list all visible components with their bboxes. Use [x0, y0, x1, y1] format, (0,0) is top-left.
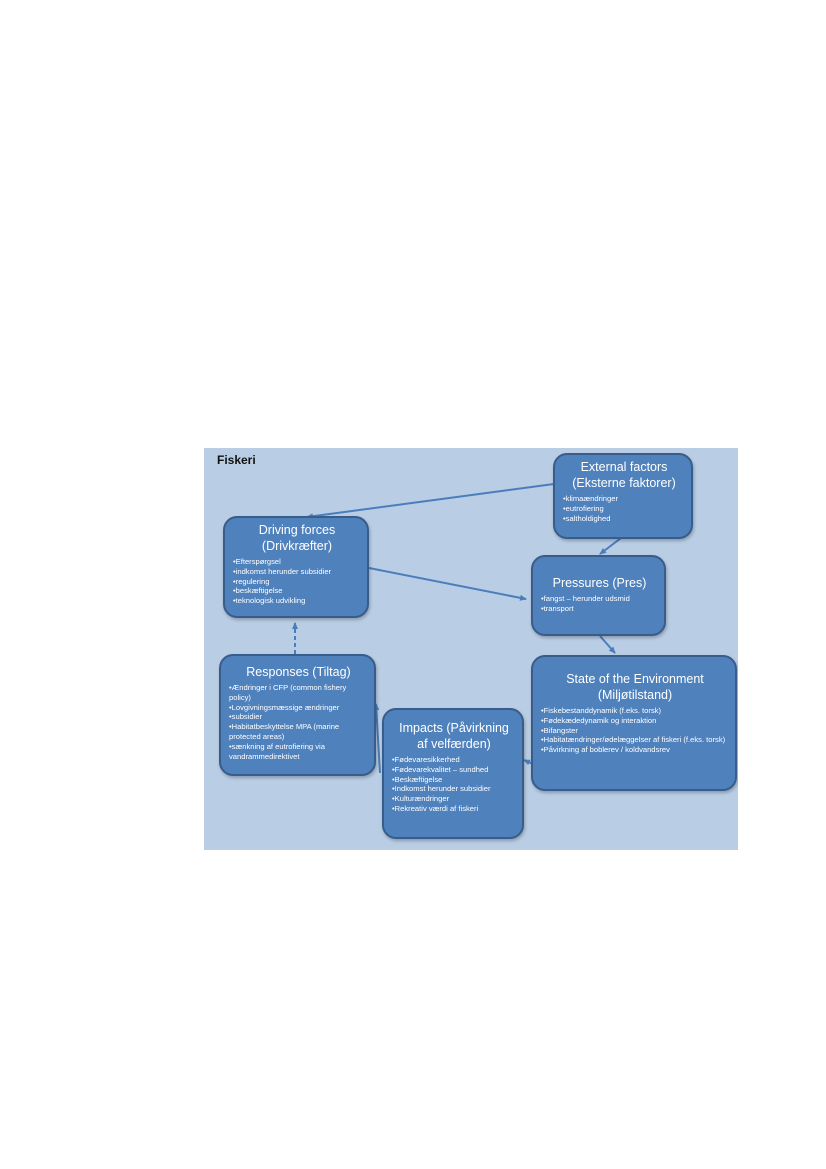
list-item: Lovgivningsmæssige ændringer	[229, 703, 368, 713]
dpsir-diagram: Fiskeri External factors (Eksterne fakto…	[204, 448, 738, 850]
list-item: Fødevaresikkerhed	[392, 755, 516, 765]
list-item: fangst – herunder udsmid	[541, 594, 658, 604]
state-title-line1: State of the Environment	[566, 672, 704, 686]
list-item: regulering	[233, 577, 361, 587]
impacts-list: Fødevaresikkerhed Fødevarekvalitet – sun…	[392, 755, 516, 814]
list-item: Efterspørgsel	[233, 557, 361, 567]
external-factors-title: External factors (Eksterne faktorer)	[563, 459, 685, 491]
list-item: Kulturændringer	[392, 794, 516, 804]
diagram-title: Fiskeri	[217, 453, 256, 467]
impacts-title-line2: af velfærden)	[417, 737, 491, 751]
driving-forces-title-line1: Driving forces	[258, 523, 336, 537]
responses-title-line1: Responses (Tiltag)	[246, 665, 351, 679]
list-item: Påvirkning af boblerev / koldvandsrev	[541, 745, 729, 755]
list-item: beskæftigelse	[233, 586, 361, 596]
impacts-title-line1: Impacts (Påvirkning	[399, 721, 509, 735]
responses-list: Ændringer i CFP (common fishery policy) …	[229, 683, 368, 761]
list-item: sænkning af eutrofiering via vandrammedi…	[229, 742, 368, 762]
node-responses: Responses (Tiltag) Ændringer i CFP (comm…	[219, 654, 376, 776]
node-driving-forces: Driving forces (Drivkræfter) Efterspørgs…	[223, 516, 369, 618]
list-item: Bifangster	[541, 726, 729, 736]
driving-forces-title-line2: (Drivkræfter)	[261, 539, 333, 553]
list-item: Habitatbeskyttelse MPA (marine protected…	[229, 722, 368, 742]
arrow-driving-to-pressures	[368, 567, 527, 601]
list-item: saltholdighed	[563, 514, 685, 524]
list-item: Beskæftigelse	[392, 775, 516, 785]
state-list: Fiskebestanddynamik (f.eks. torsk) Fødek…	[541, 706, 729, 755]
pressures-title-line1: Pressures (Pres)	[552, 576, 647, 590]
arrow-impacts-to-responses	[373, 703, 381, 774]
node-impacts: Impacts (Påvirkning af velfærden) Fødeva…	[382, 708, 524, 839]
state-title-line2: (Miljøtilstand)	[597, 688, 673, 702]
driving-forces-list: Efterspørgsel indkomst herunder subsidie…	[233, 557, 361, 606]
list-item: Fiskebestanddynamik (f.eks. torsk)	[541, 706, 729, 716]
list-item: Ændringer i CFP (common fishery policy)	[229, 683, 368, 703]
pressures-title: Pressures (Pres)	[541, 575, 658, 591]
list-item: Rekreativ værdi af fiskeri	[392, 804, 516, 814]
list-item: Habitatændringer/ødelæggelser af fiskeri…	[541, 735, 729, 745]
external-factors-list: klimaændringer eutrofiering saltholdighe…	[563, 494, 685, 523]
list-item: Fødekædedynamik og interaktion	[541, 716, 729, 726]
list-item: indkomst herunder subsidier	[233, 567, 361, 577]
list-item: teknologisk udvikling	[233, 596, 361, 606]
list-item: eutrofiering	[563, 504, 685, 514]
driving-forces-title: Driving forces (Drivkræfter)	[233, 522, 361, 554]
external-factors-title-line2: (Eksterne faktorer)	[572, 476, 676, 490]
list-item: Indkomst herunder subsidier	[392, 784, 516, 794]
arrow-external-to-pressures	[599, 537, 622, 555]
list-item: Fødevarekvalitet – sundhed	[392, 765, 516, 775]
list-item: klimaændringer	[563, 494, 685, 504]
pressures-list: fangst – herunder udsmid transport	[541, 594, 658, 614]
arrow-pressures-to-state	[599, 635, 616, 654]
state-title: State of the Environment (Miljøtilstand)	[541, 671, 729, 703]
node-pressures: Pressures (Pres) fangst – herunder udsmi…	[531, 555, 666, 636]
list-item: subsidier	[229, 712, 368, 722]
arrow-external-to-driving	[306, 483, 555, 520]
impacts-title: Impacts (Påvirkning af velfærden)	[392, 720, 516, 752]
external-factors-title-line1: External factors	[580, 460, 668, 474]
responses-title: Responses (Tiltag)	[229, 664, 368, 680]
list-item: transport	[541, 604, 658, 614]
node-external-factors: External factors (Eksterne faktorer) kli…	[553, 453, 693, 539]
node-state-of-environment: State of the Environment (Miljøtilstand)…	[531, 655, 737, 791]
